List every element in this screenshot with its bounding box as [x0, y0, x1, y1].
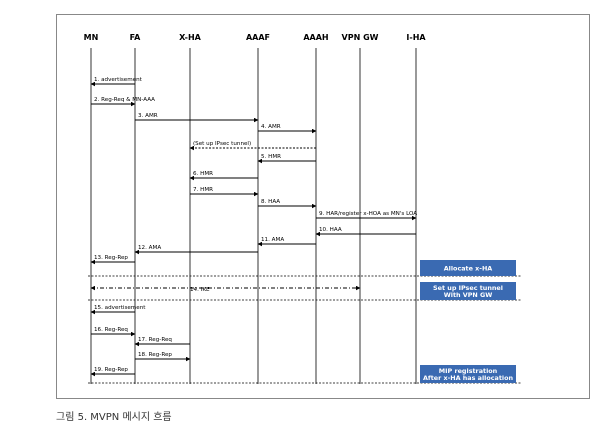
phase-box-label: With VPN GW [444, 291, 493, 299]
message-label: 8. HAA [261, 199, 280, 205]
figure-caption: 그림 5. MVPN 메시지 흐름 [56, 412, 172, 423]
message-label: 10. HAA [319, 227, 342, 233]
entity-label: MN [84, 33, 99, 42]
phase-box [420, 282, 516, 300]
phase-box-label: Set up IPsec tunnel [433, 284, 503, 292]
message-label: 3. AMR [138, 113, 158, 119]
entity-label: VPN GW [342, 33, 379, 42]
message-label: 18. Reg-Rep [138, 352, 172, 358]
message-label: 17. Reg-Req [138, 337, 172, 343]
diagram-frame [56, 14, 590, 399]
message-label: 2. Reg-Req & MN-AAA [94, 97, 155, 103]
entity-label: FA [130, 33, 142, 42]
entity-label: X-HA [179, 33, 202, 42]
phase-box-label: After x-HA has allocation [423, 374, 513, 382]
phase-box-label: MIP registration [439, 367, 498, 375]
message-label: 7. HMR [193, 187, 213, 193]
message-label: 9. HAR/register x-HOA as MN's LOA [319, 211, 417, 217]
entity-label: AAAF [246, 33, 270, 42]
message-label: 12. AMA [138, 245, 161, 251]
phase-box [420, 365, 516, 383]
phase-box-label: Allocate x-HA [444, 264, 493, 272]
message-label: 19. Reg-Rep [94, 367, 128, 373]
message-label: 13. Reg-Rep [94, 255, 128, 261]
entity-label: AAAH [303, 33, 328, 42]
message-label: 16. Reg-Req [94, 327, 128, 333]
entity-label: I-HA [406, 33, 426, 42]
message-label: (Set up IPsec tunnel) [193, 141, 251, 147]
message-label: 4. AMR [261, 124, 281, 130]
message-label: 6. HMR [193, 171, 213, 177]
message-label: 14. IKE [190, 287, 210, 293]
message-label: 5. HMR [261, 154, 281, 160]
message-label: 1. advertisement [94, 77, 143, 83]
message-label: 15. advertisement [94, 305, 146, 311]
message-label: 11. AMA [261, 237, 284, 243]
phase-box [420, 260, 516, 276]
